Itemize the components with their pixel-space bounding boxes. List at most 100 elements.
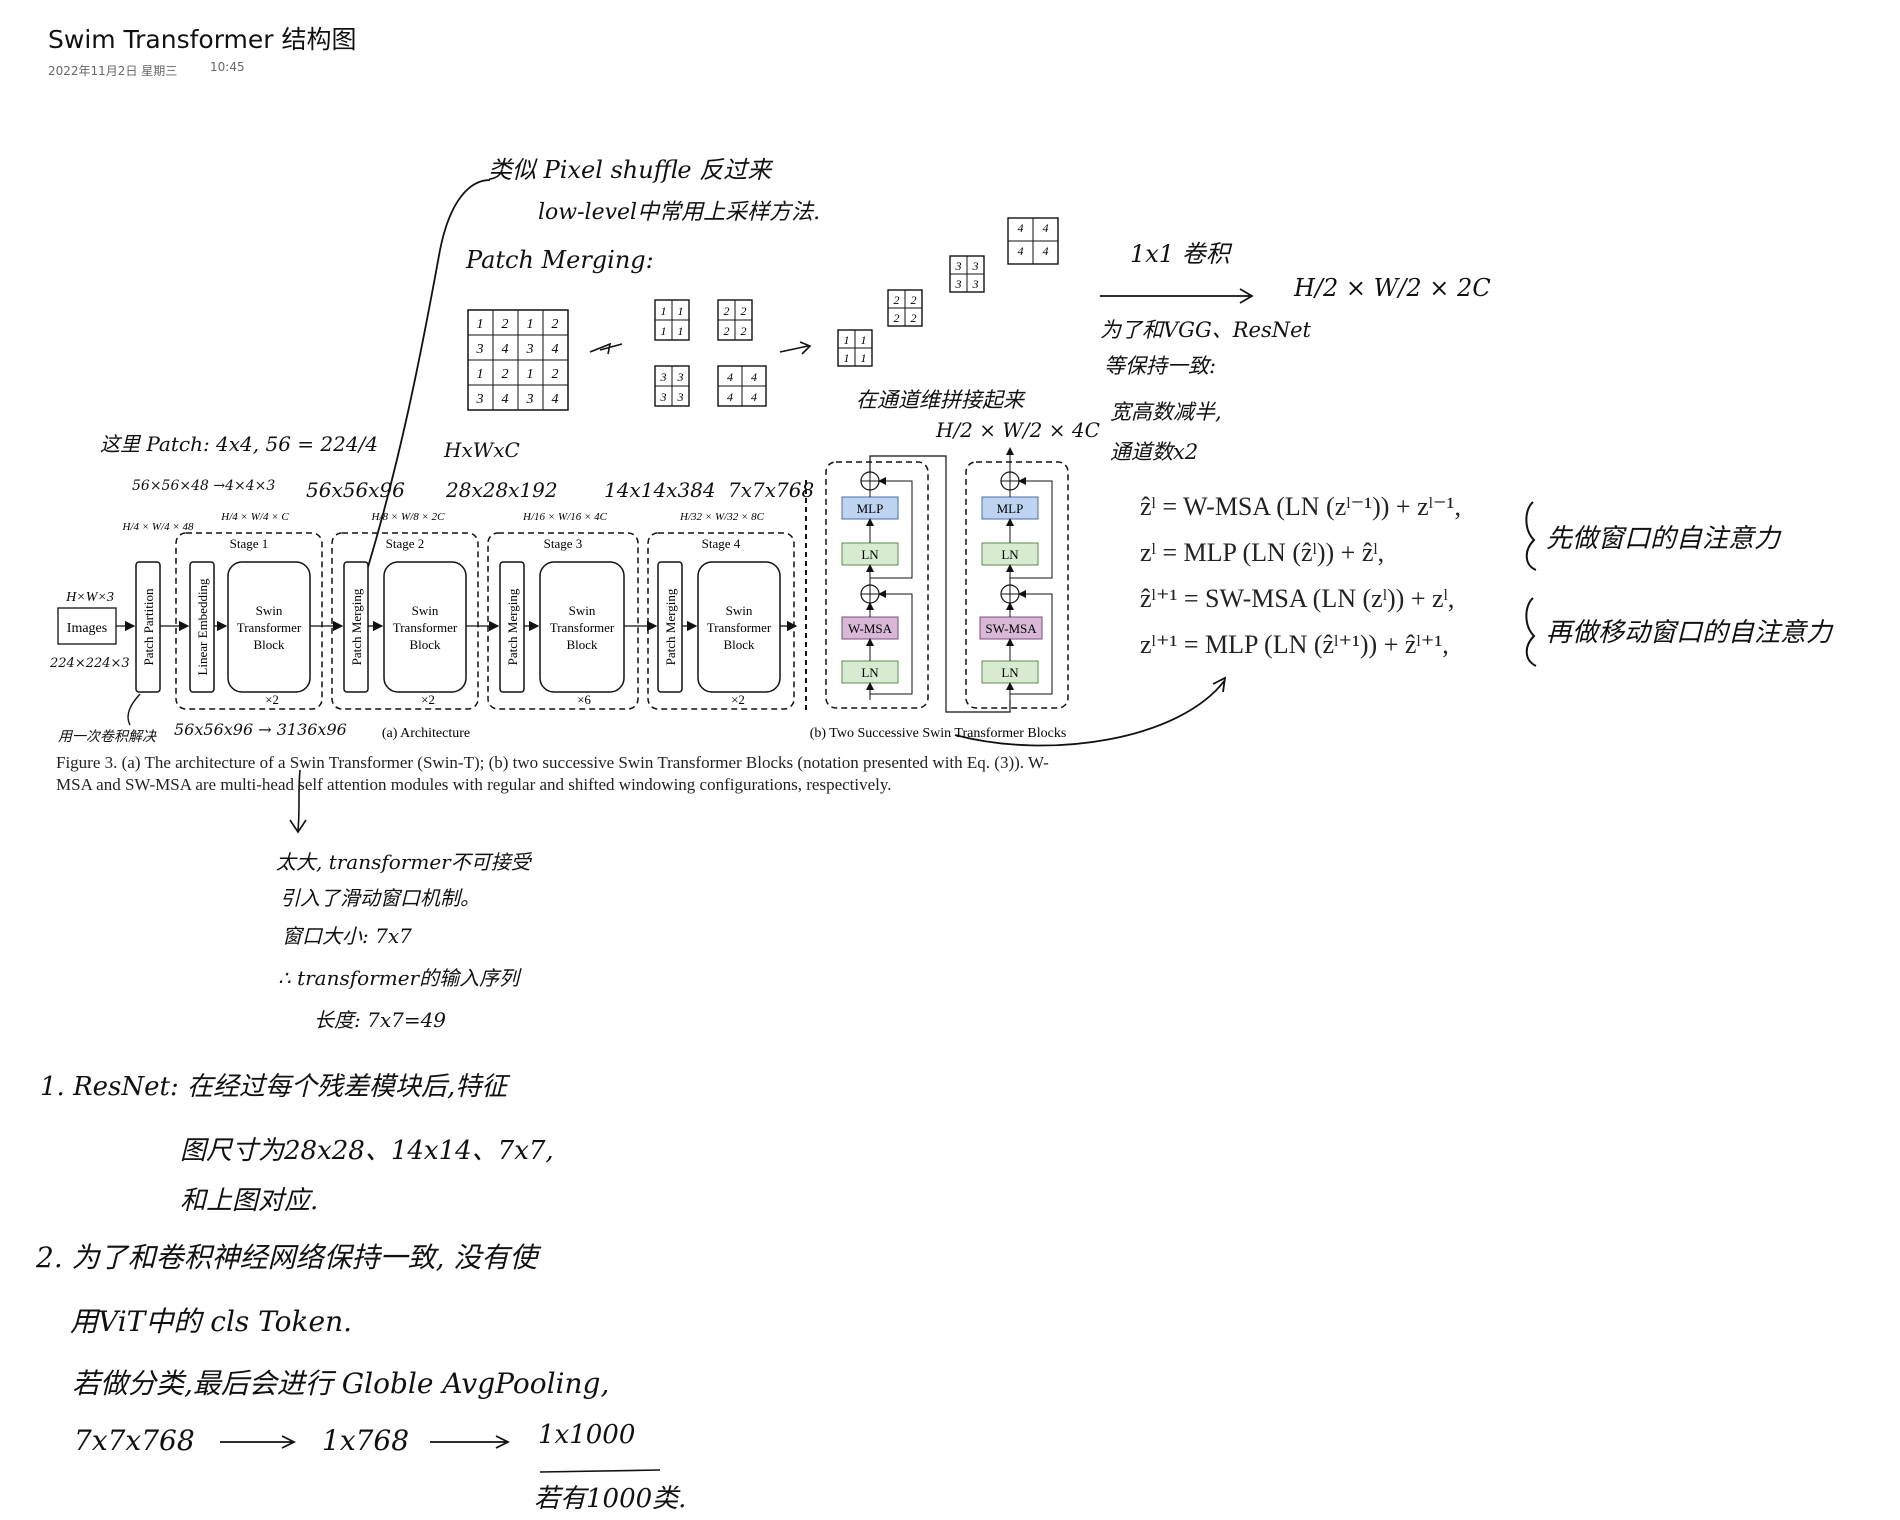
wmsa-label: W-MSA xyxy=(848,621,893,636)
note-resnet-1: 1. ResNet: 在经过每个残差模块后,特征 xyxy=(40,1072,508,1102)
caption-a: (a) Architecture xyxy=(382,726,470,741)
grid-cell-number: 4 xyxy=(502,342,509,357)
stage3-label: Stage 3 xyxy=(544,536,583,551)
stack-cell-number: 3 xyxy=(972,259,979,273)
note-vgg-2: 等保持一致: xyxy=(1104,354,1217,378)
patch-merging-label-3: Patch Merging xyxy=(505,588,520,665)
patch-merging-box-3 xyxy=(499,561,525,693)
note-window-3: 窗口大小: 7x7 xyxy=(282,924,412,948)
stack-cell-number: 1 xyxy=(844,333,850,347)
note-flatten: 56x56x96 → 3136x96 xyxy=(174,720,347,739)
stage2-container xyxy=(331,532,479,710)
note-dims-56-96: 56x56x96 xyxy=(306,478,405,502)
page-date: 2022年11月2日 星期三 xyxy=(48,64,178,78)
pp-res-label: H/4 × W/4 × 48 xyxy=(121,521,194,533)
note-patch-merging: Patch Merging: xyxy=(466,246,654,274)
swin-block-l1 xyxy=(965,461,1069,709)
note-patch-size: 这里 Patch: 4x4, 56 = 224/4 xyxy=(100,432,379,456)
equation-3: ẑˡ⁺¹ = SW-MSA (LN (zˡ)) + zˡ, xyxy=(1140,584,1455,613)
patch-partition-label: Patch Partition xyxy=(141,588,156,665)
note-vgg-4: 通道数x2 xyxy=(1110,440,1199,464)
stage1-repeat: ×2 xyxy=(265,692,279,707)
split-cell-number: 3 xyxy=(677,390,684,404)
swin-block-1 xyxy=(227,561,311,693)
note-cls-3: 若做分类,最后会进行 Globle AvgPooling, xyxy=(72,1367,610,1400)
split-grid-3 xyxy=(654,365,690,407)
stage1-label: Stage 1 xyxy=(230,536,269,551)
split-cell-number: 4 xyxy=(727,370,733,384)
note-window-1: 太大, transformer不可接受 xyxy=(276,850,531,874)
stage2-res: H/8 × W/8 × 2C xyxy=(371,511,446,523)
stack-cell-number: 1 xyxy=(861,351,867,365)
note-vgg-1: 为了和VGG、ResNet xyxy=(1100,318,1311,342)
note-window-4: ∴ transformer的输入序列 xyxy=(278,966,520,990)
grid-cell-number: 4 xyxy=(502,392,509,407)
stage3-repeat: ×6 xyxy=(577,692,591,707)
linear-embedding-label: Linear Embedding xyxy=(195,578,210,676)
grid-cell-number: 2 xyxy=(552,367,559,382)
swin-block-3-line1: Swin xyxy=(569,603,596,618)
swin-block-3 xyxy=(539,561,625,693)
note-dims-224: 224×224×3 xyxy=(50,656,130,671)
grid-cell-number: 2 xyxy=(502,367,509,382)
split-cell-number: 4 xyxy=(727,390,733,404)
page-time: 10:45 xyxy=(210,60,245,74)
stack-cell-number: 3 xyxy=(972,277,979,291)
figure-caption: Figure 3. (a) The architecture of a Swin… xyxy=(56,753,1049,794)
stage4-label: Stage 4 xyxy=(702,536,741,551)
stage1-container xyxy=(175,532,323,710)
note-conv1x1: 1x1 卷积 xyxy=(1130,240,1230,268)
input-dims-label: H×W×3 xyxy=(65,590,114,605)
split-cell-number: 1 xyxy=(678,304,684,318)
stack-cell-number: 2 xyxy=(894,293,900,307)
note-window-2: 引入了滑动窗口机制。 xyxy=(280,886,480,910)
page-title: Swim Transformer 结构图 xyxy=(48,25,357,54)
patch-partition-box xyxy=(135,561,161,693)
patch-merging-box-2 xyxy=(343,561,369,693)
ln-label-l1-top: LN xyxy=(1001,547,1019,562)
stage3-container xyxy=(487,532,639,710)
note-low-level: low-level中常用上采样方法. xyxy=(538,200,821,225)
swin-block-2-line3: Block xyxy=(409,637,441,652)
swin-block-1-line3: Block xyxy=(253,637,285,652)
ln-label-l-top: LN xyxy=(861,547,879,562)
ln-label-l-bottom: LN xyxy=(861,665,879,680)
split-grid-2 xyxy=(717,299,753,341)
note-cls-2: 用ViT中的 cls Token. xyxy=(70,1305,352,1338)
patch-grid-main xyxy=(467,309,569,411)
note-one-conv: 用一次卷积解决 xyxy=(58,729,156,745)
note-pool-b: 1x768 xyxy=(322,1424,410,1457)
equation-4: zˡ⁺¹ = MLP (LN (ẑˡ⁺¹)) + ẑˡ⁺¹, xyxy=(1140,630,1449,659)
grid-cell-number: 2 xyxy=(552,317,559,332)
stack-cell-number: 1 xyxy=(844,351,850,365)
stack-cell-number: 4 xyxy=(1018,244,1024,258)
ln-label-l1-bottom: LN xyxy=(1001,665,1019,680)
split-cell-number: 3 xyxy=(677,370,684,384)
note-dims-56-48: 56×56×48 →4×4×3 xyxy=(132,478,276,494)
swin-block-4-line2: Transformer xyxy=(707,620,772,635)
swin-block-1-line1: Swin xyxy=(256,603,283,618)
stack-cell-number: 2 xyxy=(894,311,900,325)
swin-block-3-line3: Block xyxy=(566,637,598,652)
mlp-label-l: MLP xyxy=(857,501,884,516)
swin-block-l xyxy=(825,461,929,709)
swin-block-4-line1: Swin xyxy=(726,603,753,618)
stage2-repeat: ×2 xyxy=(421,692,435,707)
swin-block-2-line1: Swin xyxy=(412,603,439,618)
note-pixel-shuffle: 类似 Pixel shuffle 反过来 xyxy=(488,156,772,184)
note-window-5: 长度: 7x7=49 xyxy=(314,1008,447,1032)
swin-block-2 xyxy=(383,561,467,693)
grid-cell-number: 2 xyxy=(502,317,509,332)
split-cell-number: 3 xyxy=(660,370,667,384)
split-cell-number: 1 xyxy=(661,324,667,338)
stack-cell-number: 3 xyxy=(955,259,962,273)
stack-grid-4 xyxy=(1007,217,1059,265)
equation-1: ẑˡ = W-MSA (LN (zˡ⁻¹)) + zˡ⁻¹, xyxy=(1140,492,1461,521)
note-eq-2: 再做移动窗口的自注意力 xyxy=(1546,618,1833,648)
swin-block-3-line2: Transformer xyxy=(550,620,615,635)
split-cell-number: 2 xyxy=(741,324,747,338)
note-dims-7: 7x7x768 xyxy=(728,478,815,502)
split-cell-number: 1 xyxy=(678,324,684,338)
grid-cell-number: 3 xyxy=(476,342,484,357)
stack-cell-number: 3 xyxy=(955,277,962,291)
